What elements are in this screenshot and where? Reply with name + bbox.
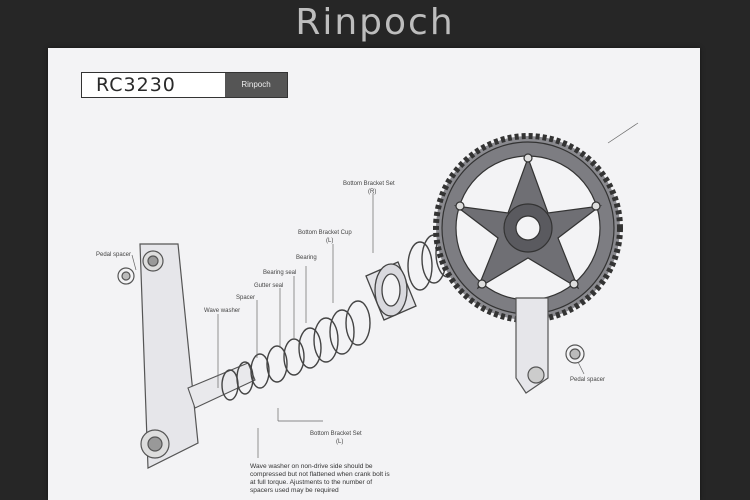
label-bearing: Bearing [296,255,317,261]
label-gutter-seal: Gutter seal [254,283,283,289]
right-crank-arm [117,267,585,394]
label-bb-cup-l-side: (L) [326,238,333,244]
label-wave-washer: Wave washer [204,308,240,314]
label-bb-set-l: Bottom Bracket Set [310,431,362,437]
exploded-view-diagram: Bottom Bracket Set (R) Bottom Bracket Cu… [96,122,639,469]
label-bb-cup-l: Bottom Bracket Cup [298,230,352,236]
spacer-stack [221,300,371,401]
brand-header: Rinpoch [0,0,750,44]
label-pedal-spacer-right: Pedal spacer [570,377,605,383]
label-bb-set-r-side: (R) [368,189,376,195]
label-bearing-seal: Bearing seal [263,270,296,276]
model-title: RC3230 [96,74,176,96]
label-bb-set-r: Bottom Bracket Set [343,181,395,187]
model-title-box: RC3230 Rinpoch [81,72,288,98]
brand-logo-text: Rinpoch [295,2,455,43]
part-labels: Bottom Bracket Set (R) Bottom Bracket Cu… [96,181,605,445]
bottom-bracket-cup [365,261,417,321]
leader-lines [131,122,639,458]
label-bb-set-l-side: (L) [336,439,343,445]
brand-tag: Rinpoch [225,73,287,97]
label-spacer: Spacer [236,295,255,301]
left-crank-arm [139,243,199,469]
assembly-note: Wave washer on non-drive side should be … [250,463,390,494]
chainring [433,133,623,323]
label-pedal-spacer-left: Pedal spacer [96,252,131,258]
diagram-sheet: RC3230 Rinpoch [48,48,700,500]
